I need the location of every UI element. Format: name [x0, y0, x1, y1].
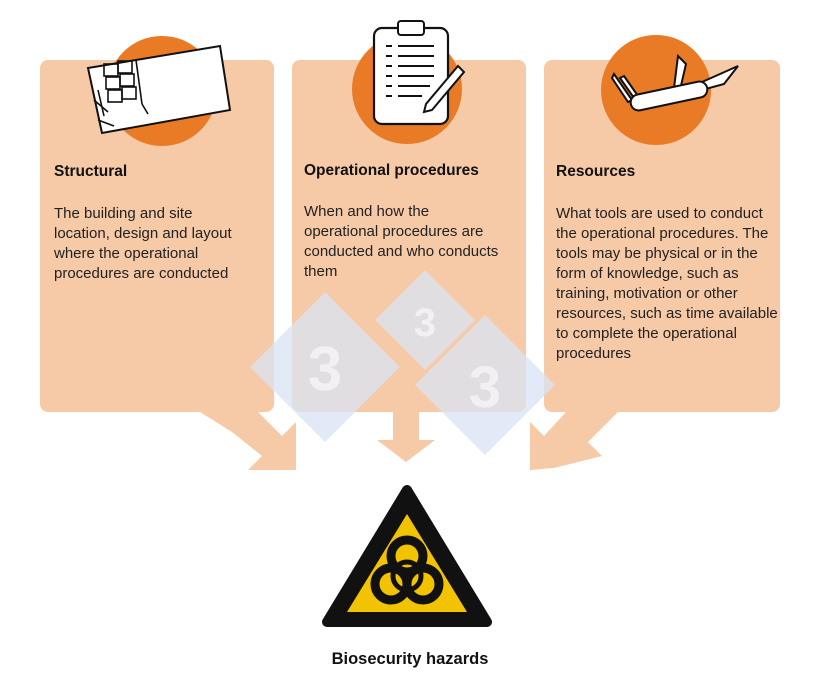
- description-operational-procedures: When and how the operational procedures …: [304, 203, 499, 280]
- title-structural: Structural: [54, 163, 128, 180]
- title-operational-procedures: Operational procedures: [304, 162, 479, 179]
- multi-tool-knife-icon: [610, 53, 739, 112]
- arrow-operational: [377, 412, 435, 462]
- title-resources: Resources: [556, 163, 636, 180]
- svg-text:3: 3: [469, 355, 501, 420]
- svg-text:3: 3: [414, 301, 436, 345]
- description-resources: What tools are used to conduct the opera…: [556, 205, 778, 362]
- svg-text:3: 3: [308, 335, 342, 404]
- outcome-label: Biosecurity hazards: [331, 650, 489, 668]
- clipboard-checklist-icon: [372, 20, 466, 126]
- watermark-logo: 3 3 3: [250, 270, 555, 455]
- description-structural: The building and site location, design a…: [54, 205, 232, 282]
- arrow-structural: [200, 412, 296, 470]
- arrow-resources: [530, 412, 618, 470]
- floor-plan-icon: [86, 44, 232, 135]
- biohazard-warning-icon: [322, 485, 492, 627]
